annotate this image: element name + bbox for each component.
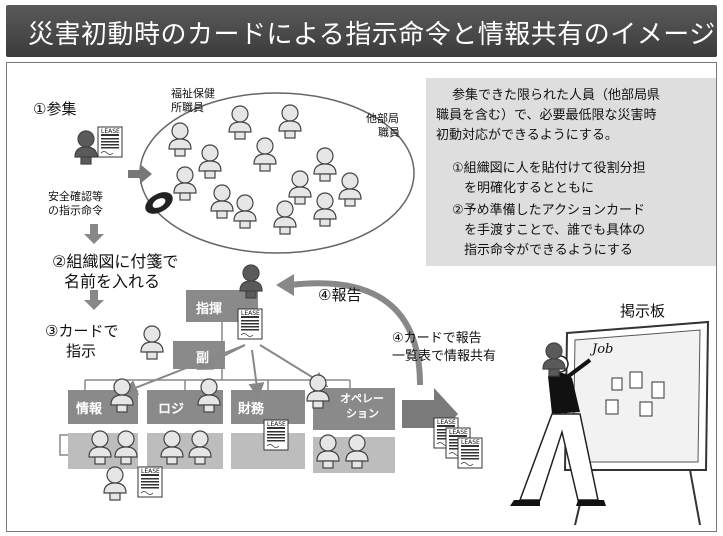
org-ops-label-2: ション <box>346 407 379 420</box>
info-line-3: 初動対応ができるようにする。 <box>436 128 618 143</box>
org-subbox-logi <box>147 433 223 469</box>
org-logi-label: ロジ <box>158 402 185 417</box>
info-line-1: 参集できた限られた人員（他部局県 <box>452 88 661 103</box>
arriving-person-icon <box>74 130 98 165</box>
other-dept-label-2: 職員 <box>378 126 400 139</box>
step2-label-1: ②組織図に付箋で <box>52 252 179 271</box>
report-curve-arrow <box>289 280 423 386</box>
safety-label-1: 安全確認等 <box>48 190 103 203</box>
info-line-8: 指示命令ができるようにする <box>464 243 633 258</box>
safety-label-2: の指示命令 <box>48 204 103 217</box>
step2-label-2: 名前を入れる <box>64 272 161 291</box>
info-line-7: を手渡すことで、誰でも具体の <box>464 223 646 238</box>
org-deputy-label: 副 <box>196 351 210 366</box>
arrow-into-ellipse <box>128 164 152 184</box>
step1-label: ①参集 <box>33 100 77 118</box>
info-line-2: 職員を含む）で、必要最低限な災害時 <box>436 108 657 123</box>
board-sign: Job <box>592 342 614 357</box>
lease-label-5: LEASE <box>437 419 456 426</box>
lease-label-1: LEASE <box>101 128 120 135</box>
step3-label-2: 指示 <box>66 342 97 360</box>
down-arrow-2 <box>84 290 104 310</box>
info-box <box>426 78 716 266</box>
lease-label-4: LEASE <box>141 468 160 475</box>
org-info-label: 情報 <box>76 402 103 417</box>
org-finance-label: 財務 <box>238 402 265 417</box>
org-command-label: 指揮 <box>196 302 223 317</box>
step3-label-1: ③カードで <box>45 322 119 340</box>
board-person-icon <box>510 355 606 506</box>
report-arrowhead <box>276 274 294 296</box>
step4b-label-2: 一覧表で情報共有 <box>392 349 497 364</box>
info-line-4: ①組織図に人を貼付けて役割分担 <box>452 161 646 176</box>
lease-label-2: LEASE <box>241 310 260 317</box>
org-ops-label-1: オペレー <box>340 392 384 405</box>
slide-title: 災害初動時のカードによる指示命令と情報共有のイメージ <box>28 20 716 50</box>
phone-icon <box>145 192 173 214</box>
lease-label-3: LEASE <box>267 421 286 428</box>
step4b-label-1: ④カードで報告 <box>392 331 482 346</box>
board-label: 掲示板 <box>620 302 666 320</box>
org-lines <box>59 322 351 456</box>
welfare-label-1: 福祉保健 <box>171 87 215 100</box>
bulletin-board-icon <box>563 320 710 526</box>
staff-group <box>168 104 362 235</box>
info-line-6: ②予め準備したアクションカード <box>452 203 646 218</box>
lease-label-6: LEASE <box>449 429 468 436</box>
step4-report-label: ④報告 <box>318 286 362 304</box>
lease-label-7: LEASE <box>461 439 480 446</box>
down-arrow-1 <box>84 224 104 244</box>
other-dept-label-1: 他部局 <box>366 112 399 125</box>
title-bar: 災害初動時のカードによる指示命令と情報共有のイメージ <box>6 5 717 57</box>
welfare-label-2: 所職員 <box>171 101 204 114</box>
org-box-finance <box>231 390 305 424</box>
info-line-5: を明確化するとともに <box>464 181 595 196</box>
